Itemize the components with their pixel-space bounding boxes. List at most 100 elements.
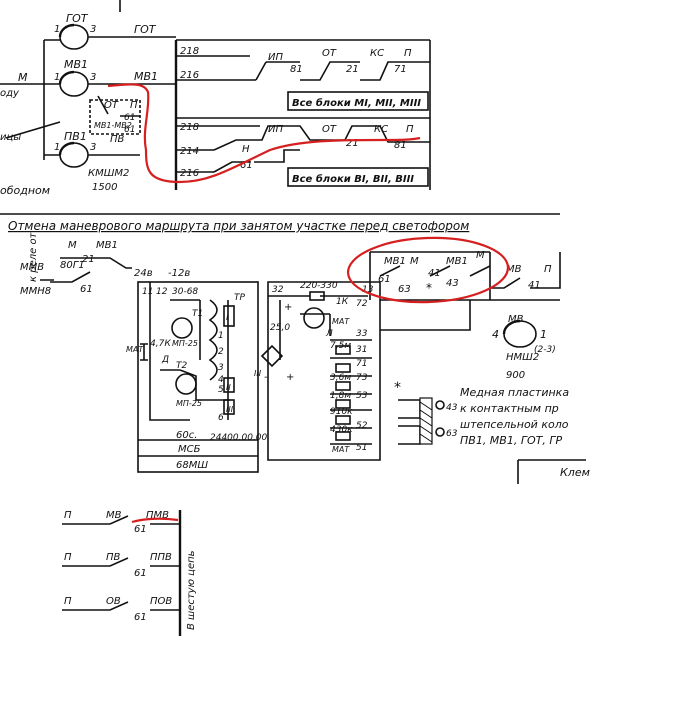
box-11: 11 [142, 287, 153, 297]
top-pin-61a: 61 [124, 113, 135, 123]
top-pin-pv1-1: 1 [54, 142, 60, 153]
bottom-block: П МВ ПМВ 61 П ПВ ППВ 61 П ОВ ПОВ 61 В ше… [62, 510, 197, 636]
top-label-p: П [130, 100, 138, 111]
mid-430k: 430к [330, 425, 353, 435]
box-t2: Т2 [176, 361, 187, 371]
mid-3-6m: 3,6м [330, 373, 351, 383]
upper-71: 71 [394, 64, 407, 75]
rr-mv2: МВ [508, 314, 524, 325]
left-12v: -12в [168, 268, 190, 279]
upper-ip: ИП [268, 52, 283, 63]
mid-72: 72 [356, 299, 368, 309]
top-label-ot: ОТ [104, 100, 119, 111]
top-label-kmshm2: КМШМ2 [88, 168, 129, 179]
box-pin4: 4 [218, 375, 224, 385]
top-label-mv-box: МВ1-МВ2 [94, 121, 132, 130]
box-III: III [226, 405, 234, 414]
mid-1-8m: 1,8м [330, 391, 351, 401]
upper-ks: КС [370, 48, 384, 59]
top-label-pv: ПВ [110, 134, 125, 145]
box-mp25b: МП-25 [176, 399, 202, 408]
bottom-row3-pin: 61 [134, 612, 147, 623]
section-title: Отмена маневрового маршрута при занятом … [8, 219, 469, 233]
top-label-itsy: ицы [0, 132, 21, 143]
upper-21: 21 [346, 64, 359, 75]
bottom-row2-left: П [64, 552, 72, 563]
top-pin-mv1-1: 1 [54, 72, 60, 83]
wire-218a: 218 [180, 46, 199, 57]
circled-m1: М [410, 256, 419, 267]
top-label-odu: оду [0, 88, 20, 99]
note-line-4: ПВ1, МВ1, ГОТ, ГР [460, 434, 562, 447]
box-30-68: 30-68 [172, 287, 198, 297]
red-highlight-top [107, 83, 421, 184]
red-highlight-bottom [131, 517, 179, 524]
left-mmn8: ММН8 [20, 286, 51, 297]
left-80g1: 80Г1 [60, 260, 85, 271]
mid-53: 53 [356, 391, 368, 401]
top-label-mv1-relay: МВ1 [64, 58, 88, 71]
top-block: ГОТ ГОТ М МВ1 МВ1 ПВ1 ОТ П МВ1-МВ2 ПВ КМ… [0, 0, 431, 197]
left-mmv: ММВ [20, 262, 44, 273]
upper-ot: ОТ [322, 48, 337, 59]
lower-21: 21 [346, 138, 359, 149]
rr-23: (2-3) [534, 345, 556, 355]
box-pin3: 3 [218, 363, 224, 373]
box-I: I [226, 313, 229, 323]
box-pin6: 6 [218, 413, 224, 423]
bottom-side-label: В шестую цепь [186, 550, 197, 630]
bottom-row2-mid: ПВ [106, 552, 121, 563]
left-mv1: МВ1 [96, 240, 118, 251]
lower-ot: ОТ [322, 124, 337, 135]
lower-p: П [406, 124, 414, 135]
mid-III: III [254, 369, 262, 378]
bottom-row1-right: ПМВ [146, 510, 169, 521]
top-pin-pv1-3: 3 [90, 142, 96, 153]
mid-33: 33 [356, 329, 368, 339]
circled-asterisk: * [426, 281, 432, 295]
box-mat: МАТ [126, 345, 144, 354]
mid-32: 32 [272, 285, 284, 295]
note-asterisk: * [394, 380, 401, 396]
top-pin-got-1: 1 [54, 24, 60, 35]
box-12: 12 [156, 287, 168, 297]
top-label-got-wire: ГОТ [134, 23, 157, 36]
top-label-1500: 1500 [92, 182, 117, 193]
bottom-row1-mid: МВ [106, 510, 122, 521]
circled-mv1a: МВ1 [384, 256, 406, 267]
box-mp25a: МП-25 [172, 339, 198, 348]
lower-81: 81 [394, 140, 407, 151]
lower-ip: ИП [268, 124, 283, 135]
box-pin5: 5 [218, 385, 224, 395]
middle-block: к реле от ММВ ММН8 80Г1 61 М МВ1 21 24в … [20, 231, 561, 473]
note-line-2: к контактным пр [460, 402, 559, 415]
rr-p: П [544, 264, 552, 275]
box-pin2: 2 [218, 347, 224, 357]
bottom-row1-left: П [64, 510, 72, 521]
lower-ks: КС [374, 124, 388, 135]
circled-43: 43 [446, 278, 459, 289]
mid-minus: - [264, 372, 268, 383]
rr-41: 41 [528, 280, 541, 291]
note-line-3: штепсельной коло [460, 418, 569, 431]
circled-m2: М [476, 250, 485, 261]
top-pin-61b: 61 [124, 125, 135, 135]
notes-block: * 43 63 Медная пластинка к контактным пр… [394, 380, 590, 484]
bottom-row3-left: П [64, 596, 72, 607]
wire-216a: 216 [180, 70, 199, 81]
box-t1: Т1 [192, 309, 203, 319]
rr-900: 900 [506, 370, 525, 381]
mid-910k: 910к [330, 407, 353, 417]
mid-mat-b: МАТ [332, 445, 350, 454]
mid-13: 13 [362, 285, 374, 295]
top-label-m: М [18, 71, 28, 84]
lower-61: 61 [240, 160, 253, 171]
upper-p: П [404, 48, 412, 59]
bottom-row1-pin: 61 [134, 524, 147, 535]
mid-220-330: 220-330 [300, 281, 338, 291]
upper-81: 81 [290, 64, 303, 75]
left-24v: 24в [134, 268, 153, 279]
mid-l: Л [325, 329, 333, 339]
mid-25: 25,0 [270, 323, 290, 333]
